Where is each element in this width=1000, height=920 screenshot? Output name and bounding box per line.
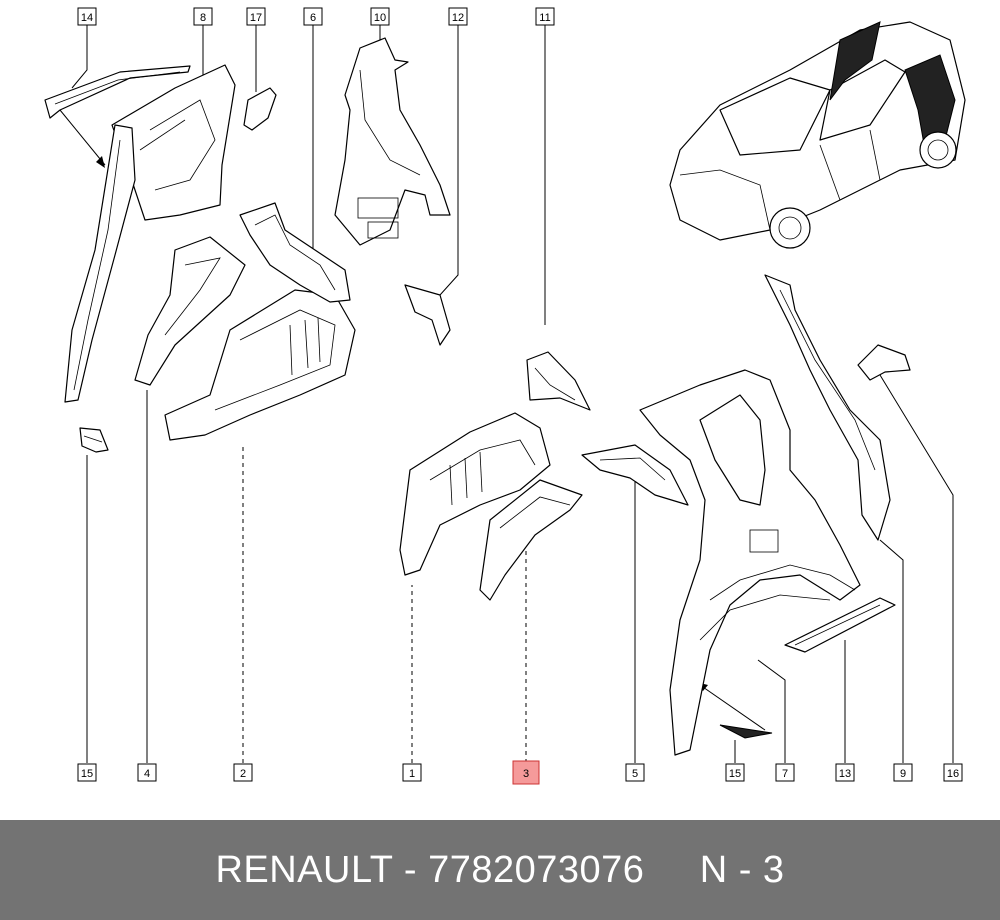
callout-15-right[interactable]: 15 — [725, 763, 745, 782]
callout-13[interactable]: 13 — [835, 763, 855, 782]
callout-label: 15 — [729, 768, 741, 780]
part-14-sill-top — [44, 65, 191, 119]
callout-label: 9 — [900, 768, 906, 780]
callout-label: 6 — [310, 12, 316, 24]
callout-14-top[interactable]: 14 — [77, 7, 97, 26]
part-pillar-left — [64, 124, 136, 403]
callout-8[interactable]: 8 — [193, 7, 213, 26]
callout-5[interactable]: 5 — [625, 763, 645, 782]
callout-label: 10 — [374, 12, 386, 24]
footer-banner: RENAULT - 7782073076 N - 3 — [0, 820, 1000, 920]
callout-label: 17 — [250, 12, 262, 24]
part-16-small-bracket — [857, 344, 911, 381]
callout-label: 2 — [240, 768, 246, 780]
part-13-sill-strip — [784, 597, 896, 653]
parts-diagram: 14 8 17 6 10 12 — [44, 7, 966, 785]
part-9-pillar-right — [764, 274, 891, 541]
callout-label: 7 — [782, 768, 788, 780]
footer-caption: RENAULT - 7782073076 N - 3 — [215, 848, 785, 891]
callout-16[interactable]: 16 — [943, 763, 963, 782]
callout-1[interactable]: 1 — [402, 763, 422, 782]
callout-label: 12 — [452, 12, 464, 24]
part-8-quarter-inner — [111, 64, 236, 221]
part-3-wheelarch-liner — [479, 479, 583, 601]
callout-label: 13 — [839, 768, 851, 780]
callout-3-highlighted[interactable]: 3 — [512, 760, 540, 785]
callout-6[interactable]: 6 — [303, 7, 323, 26]
callout-11[interactable]: 11 — [535, 7, 555, 26]
part-17-bracket — [243, 87, 277, 131]
callout-9[interactable]: 9 — [893, 763, 913, 782]
callout-10[interactable]: 10 — [370, 7, 390, 26]
callout-label: 14 — [81, 12, 93, 24]
vehicle-illustration — [669, 21, 966, 249]
callout-label: 4 — [144, 768, 150, 780]
part-11-gusset — [526, 351, 591, 411]
callout-label: 11 — [539, 12, 550, 24]
part-2-wheelhouse-inner — [164, 289, 356, 441]
callout-label: 3 — [523, 768, 529, 780]
part-4-wheelarch-strip — [134, 236, 246, 386]
part-10-pillar-upper — [334, 37, 451, 246]
part-6-lamp-housing — [239, 202, 351, 303]
part-15-clip-left — [79, 427, 109, 453]
callout-4[interactable]: 4 — [137, 763, 157, 782]
callout-label: 1 — [409, 768, 415, 780]
callout-17[interactable]: 17 — [246, 7, 266, 26]
callout-label: 5 — [632, 768, 638, 780]
part-1-wheelarch-outer — [399, 412, 551, 576]
part-7-side-panel — [639, 369, 861, 756]
part-5-bracket — [581, 444, 689, 506]
callout-15-left[interactable]: 15 — [77, 763, 97, 782]
callout-12[interactable]: 12 — [448, 7, 468, 26]
part-12-bracket — [404, 284, 451, 346]
diagram-svg: 14 8 17 6 10 12 — [44, 7, 966, 785]
callout-2[interactable]: 2 — [233, 763, 253, 782]
part-15-clip-right — [719, 724, 773, 739]
callout-label: 8 — [200, 12, 206, 24]
callout-label: 15 — [81, 768, 93, 780]
callout-7[interactable]: 7 — [775, 763, 795, 782]
callout-label: 16 — [947, 768, 959, 780]
